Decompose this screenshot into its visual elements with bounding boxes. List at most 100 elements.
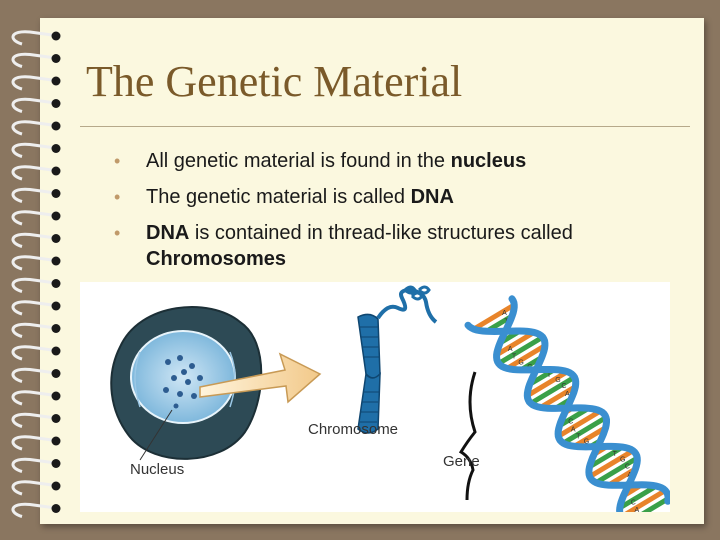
base-letter: A: [571, 427, 576, 434]
nucleus-label: Nucleus: [130, 461, 184, 478]
page-title: The Genetic Material: [86, 57, 463, 106]
binding-ring-icon: [11, 75, 53, 91]
bullet-item: • All genetic material is found in the n…: [114, 148, 694, 174]
binding-hole-icon: [51, 504, 61, 513]
base-letter: C: [625, 463, 630, 470]
binding-hole-icon: [51, 481, 61, 491]
base-pair-icon: [594, 455, 639, 485]
binding-hole-icon: [51, 391, 61, 401]
base-letter: G: [518, 360, 523, 367]
nucleus-icon: [130, 330, 236, 424]
dna-figure: ATATGCTGCACATGTGCACAT Nucleus Chromosome…: [80, 282, 672, 527]
dna-helix-icon: ATATGCTGCACATGTGCACAT: [464, 295, 672, 527]
base-pair-icon: [526, 369, 569, 398]
spiral-binding-icon: [11, 30, 61, 518]
binding-hole-icon: [51, 121, 61, 131]
dna-illustration: ATATGCTGCACATGTGCACAT Nucleus Chromosome…: [110, 285, 672, 527]
base-pair-icon: [497, 334, 544, 366]
arrow-icon: [199, 352, 322, 404]
bullet-icon: •: [114, 151, 121, 171]
bullet-icon: •: [114, 223, 121, 243]
binding-hole-icon: [51, 301, 61, 311]
binding-ring-icon: [11, 120, 53, 136]
binding-hole-icon: [51, 369, 61, 378]
binding-hole-icon: [51, 99, 61, 108]
binding-hole-icon: [51, 189, 61, 198]
binding-ring-icon: [11, 277, 53, 293]
title-divider: [80, 126, 690, 127]
binding-ring-icon: [11, 300, 53, 316]
base-pair-icon: [539, 384, 577, 410]
binding-ring-icon: [11, 232, 53, 248]
binding-ring-icon: [11, 480, 53, 496]
base-letter: A: [565, 391, 570, 398]
binding-ring-icon: [11, 412, 53, 428]
base-letter: T: [576, 434, 581, 441]
dna-strand-icon: [464, 321, 672, 505]
base-letter: A: [502, 310, 507, 317]
binding-hole-icon: [51, 459, 61, 468]
base-pair-icon: [588, 444, 624, 470]
base-pair-icon: [562, 415, 608, 446]
binding-hole-icon: [51, 144, 61, 153]
chromosome-icon: [357, 287, 438, 434]
base-letter: C: [631, 499, 636, 506]
base-letter: G: [584, 439, 589, 446]
binding-hole-icon: [51, 211, 61, 221]
binding-ring-icon: [11, 187, 53, 203]
bullet-icon: •: [114, 187, 121, 207]
bullet-text: The genetic material is called: [146, 186, 411, 208]
binding-ring-icon: [11, 165, 53, 181]
binding-hole-icon: [51, 279, 61, 288]
binding-ring-icon: [11, 435, 53, 451]
base-pair-icon: [529, 375, 576, 406]
binding-ring-icon: [11, 52, 53, 68]
bullet-text: All genetic material is found in the: [146, 150, 451, 172]
binding-hole-icon: [51, 436, 61, 446]
chromatin-icon: [163, 355, 203, 409]
base-letter: T: [613, 451, 618, 458]
binding-ring-icon: [11, 210, 53, 226]
base-letter: C: [568, 419, 573, 426]
bullet-item: • The genetic material is called DNA: [114, 184, 694, 210]
base-pair-icon: [495, 330, 536, 358]
base-pair-icon: [588, 448, 635, 479]
base-letter: G: [620, 457, 625, 464]
chromosome-label: Chromosome: [308, 421, 398, 438]
binding-ring-icon: [11, 30, 53, 46]
bullet-bold-text: Chromosomes: [146, 248, 287, 270]
binding-ring-icon: [11, 97, 53, 113]
binding-hole-icon: [51, 76, 61, 86]
binding-hole-icon: [51, 256, 61, 266]
binding-hole-icon: [51, 31, 61, 41]
bullet-bold-text: DNA: [410, 186, 454, 208]
base-pair-icon: [618, 483, 658, 511]
bullet-bold-text: DNA: [146, 222, 190, 244]
coil-icon: [403, 285, 431, 301]
binding-hole-icon: [51, 54, 61, 63]
binding-hole-icon: [51, 346, 61, 356]
base-letter: A: [508, 346, 513, 353]
bullet-item: • DNA is contained in thread-like struct…: [114, 220, 694, 272]
binding-ring-icon: [11, 502, 53, 518]
binding-ring-icon: [11, 322, 53, 338]
binding-ring-icon: [11, 367, 53, 383]
base-pair-icon: [505, 343, 547, 371]
gene-bracket-icon: [458, 371, 477, 501]
base-letter: T: [512, 354, 517, 361]
base-pair-icon: [557, 408, 602, 439]
binding-ring-icon: [11, 390, 53, 406]
bullet-text: is contained in thread-like structures c…: [189, 222, 573, 244]
bullet-bold-text: nucleus: [450, 150, 527, 172]
binding-hole-icon: [51, 234, 61, 243]
base-letter: C: [561, 383, 566, 390]
base-letter: T: [547, 372, 552, 379]
binding-hole-icon: [51, 414, 61, 423]
bullet-list: • All genetic material is found in the n…: [114, 148, 694, 282]
binding-hole-icon: [51, 166, 61, 176]
binding-ring-icon: [11, 457, 53, 473]
binding-hole-icon: [51, 324, 61, 333]
base-letter: A: [635, 507, 640, 512]
binding-ring-icon: [11, 142, 53, 158]
base-pair-icon: [472, 302, 516, 332]
